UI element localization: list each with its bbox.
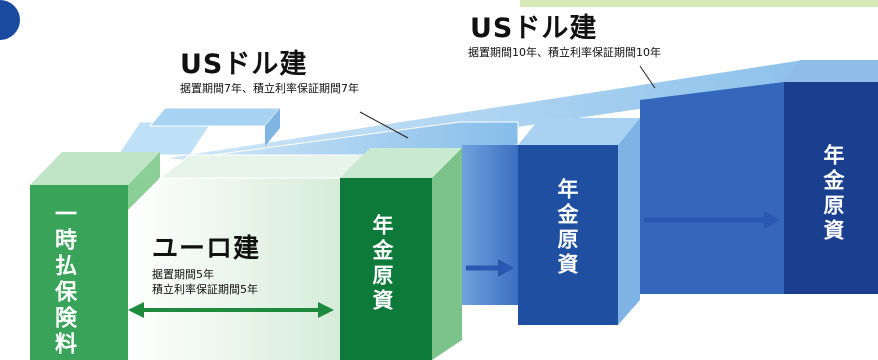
usd-10y-body-shade xyxy=(640,82,784,294)
usd-10y-block-top xyxy=(784,60,878,82)
usd-7y-block-top xyxy=(518,118,640,145)
euro-panel xyxy=(128,178,340,360)
usd-7y-subtitle: 据置期間7年、積立利率保証期間7年 xyxy=(180,82,359,95)
usd-7y-body xyxy=(462,145,518,305)
step-top-1 xyxy=(117,121,213,156)
premium-label: 一時払保険料 xyxy=(51,202,76,358)
step-top-2-side xyxy=(265,108,280,146)
euro-subtitle-line2: 積立利率保証期間5年 xyxy=(152,283,258,296)
euro-arrow-left xyxy=(128,302,144,318)
top-strip xyxy=(520,0,878,7)
euro-panel-top xyxy=(158,154,372,179)
euro-subtitle-line1: 据置期間5年 xyxy=(152,268,214,281)
usd-7y-principal-block xyxy=(518,145,618,325)
premium-top xyxy=(30,152,160,185)
premium-side xyxy=(128,152,160,210)
euro-principal-side xyxy=(432,148,462,360)
usd-10y-subtitle: 据置期間10年、積立利率保証期間10年 xyxy=(468,46,661,59)
usd-10y-title: USドル建 xyxy=(470,13,598,44)
corner-circle xyxy=(0,0,20,40)
usd-7y-block-side xyxy=(618,118,640,325)
euro-principal-block xyxy=(340,178,432,360)
euro-title: ユーロ建 xyxy=(152,234,261,264)
flow-arrowhead-2 xyxy=(764,211,780,229)
usd-7y-principal-label: 年金原資 xyxy=(555,178,579,278)
premium-column xyxy=(30,185,128,360)
euro-principal-top xyxy=(340,148,462,178)
usd-7y-leader xyxy=(359,111,409,139)
usd-10y-principal-block xyxy=(784,82,878,294)
usd-10y-leader xyxy=(639,65,656,89)
usd-10y-principal-label: 年金原資 xyxy=(821,144,845,244)
euro-arrow-right xyxy=(318,302,334,318)
euro-principal-label: 年金原資 xyxy=(370,214,394,314)
step-top-2 xyxy=(148,107,282,127)
flow-arrowhead-1 xyxy=(498,259,514,277)
usd-7y-title: USドル建 xyxy=(180,49,308,80)
